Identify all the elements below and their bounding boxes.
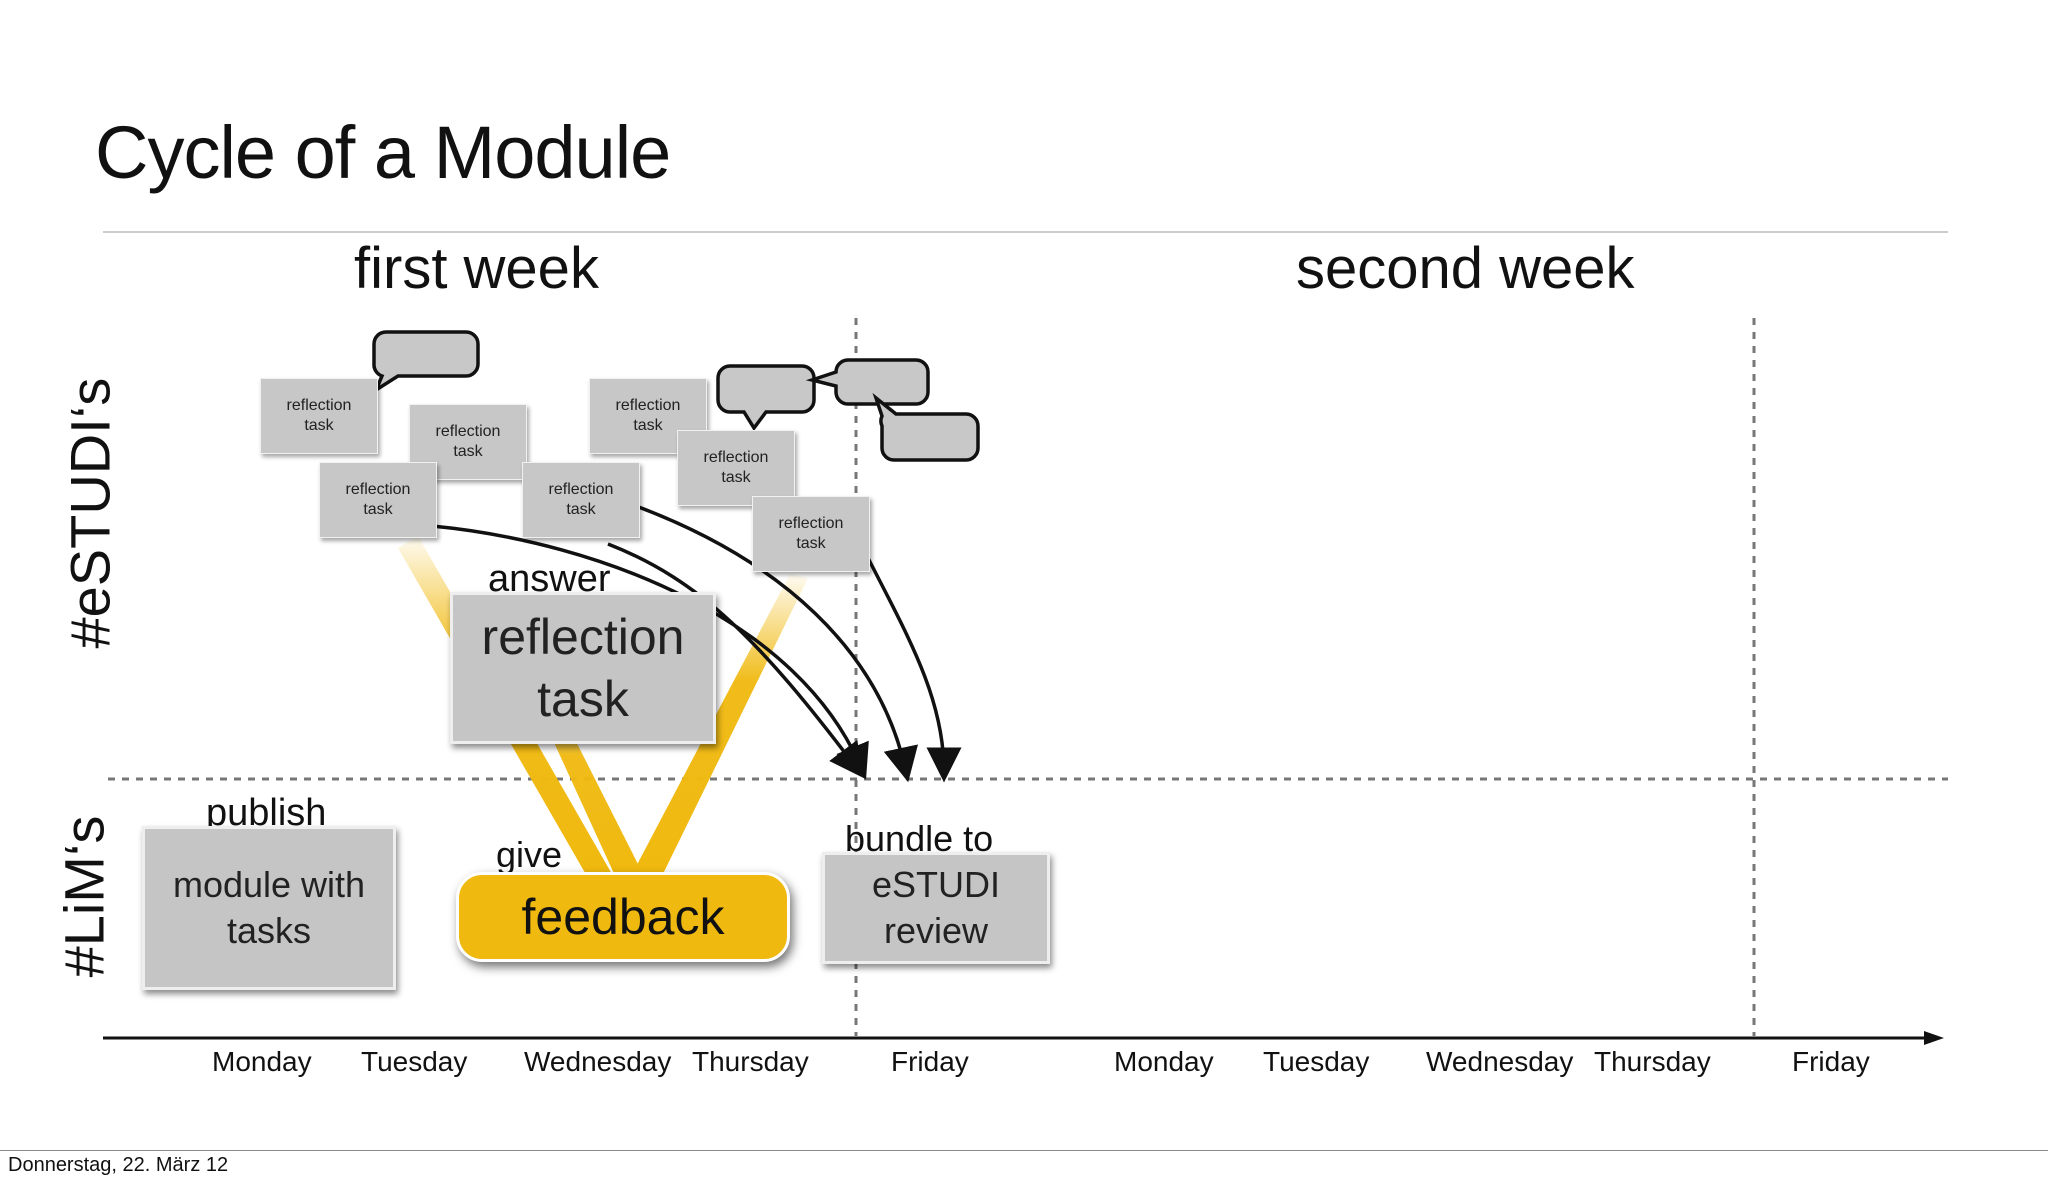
- day-label: Wednesday: [524, 1046, 672, 1077]
- speech-bubble-icon: [372, 330, 480, 395]
- day-label: Tuesday: [1263, 1046, 1370, 1077]
- arrow-4: [866, 557, 962, 783]
- time-axis-arrow-icon: [1924, 1031, 1944, 1045]
- arrow-3: [635, 504, 918, 783]
- give-caption: give: [496, 834, 563, 875]
- day-label: Friday: [891, 1046, 969, 1077]
- day-label: Monday: [1114, 1046, 1214, 1077]
- feedback-box: feedback: [456, 872, 790, 962]
- day-label: Tuesday: [361, 1046, 468, 1077]
- answer-reflection-task-box: reflection task: [450, 592, 716, 744]
- day-label: Monday: [212, 1046, 312, 1077]
- day-label: Friday: [1792, 1046, 1870, 1077]
- page-title: Cycle of a Module: [95, 111, 671, 194]
- module-with-tasks-box: module with tasks: [142, 826, 396, 990]
- second-week-label: second week: [1296, 236, 1635, 301]
- feedback-ray-right: [630, 574, 808, 880]
- estudi-review-box: eSTUDI review: [822, 852, 1050, 964]
- reflection-task-card: reflection task: [677, 430, 795, 506]
- speech-bubble-icon: [716, 364, 816, 432]
- reflection-task-card: reflection task: [260, 378, 378, 454]
- arrow-2: [607, 542, 865, 779]
- footer-date: Donnerstag, 22. März 12: [8, 1154, 229, 1176]
- lane-label-lims: #LiM‘s: [52, 815, 116, 978]
- day-label: Thursday: [692, 1046, 809, 1077]
- reflection-task-card: reflection task: [319, 462, 437, 538]
- day-label: Wednesday: [1426, 1046, 1574, 1077]
- reflection-task-card: reflection task: [752, 496, 870, 572]
- speech-bubble-icon: [805, 358, 930, 406]
- reflection-task-card: reflection task: [522, 462, 640, 538]
- footer-rule: [0, 1150, 2048, 1151]
- day-label: Thursday: [1594, 1046, 1711, 1077]
- reflection-task-card: reflection task: [589, 378, 707, 454]
- lane-label-estudis: #eSTUDI‘s: [58, 377, 122, 649]
- first-week-label: first week: [354, 236, 599, 301]
- speech-bubble-icon: [872, 392, 980, 462]
